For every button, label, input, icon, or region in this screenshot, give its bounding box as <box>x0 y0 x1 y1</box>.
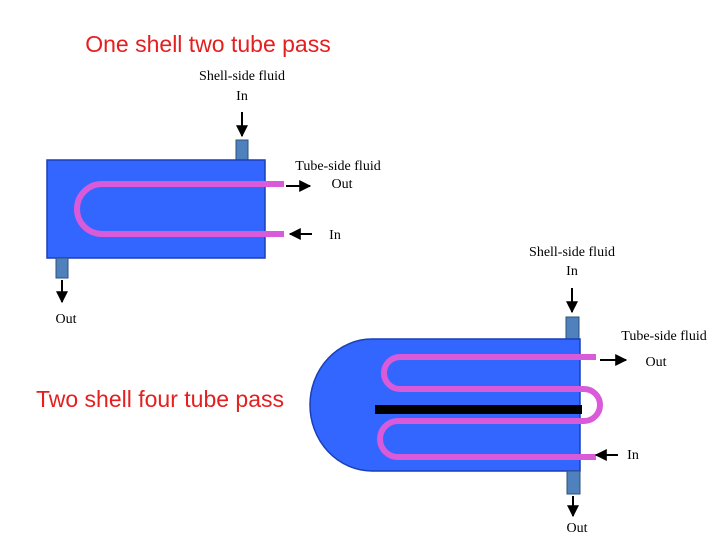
diagram1-shell-in-label: Shell-side fluid <box>199 69 285 84</box>
diagram2-pass-partition-baffle <box>375 405 582 414</box>
diagram1-title: One shell two tube pass <box>85 31 330 57</box>
diagram1-shell <box>46 159 266 259</box>
diagram2-shell-in-label: Shell-side fluid <box>529 245 615 260</box>
diagram2-shell-outlet-nozzle <box>566 470 581 495</box>
diagram1-shell-inlet-nozzle <box>235 139 249 161</box>
diagram2-tube-out-label: Tube-side fluid <box>621 329 706 344</box>
diagram2-title: Two shell four tube pass <box>36 386 284 412</box>
diagram2-shell-out-label: Out <box>567 521 588 536</box>
diagram1-shell-in-label-in: In <box>236 89 248 104</box>
diagram1-tube-in-label: In <box>329 228 341 243</box>
diagram2-shell-inlet-nozzle <box>565 316 580 340</box>
diagram1-tube-out-label: Tube-side fluid <box>295 159 380 174</box>
diagram1-tube-out-label-out: Out <box>332 177 353 192</box>
diagram2-tube-out-label-out: Out <box>646 355 667 370</box>
diagram1-shell-out-label: Out <box>56 312 77 327</box>
diagram2-tube-serpentine <box>377 354 603 460</box>
diagram1-tube-u-bend <box>74 181 284 237</box>
diagram1-shell-outlet-nozzle <box>55 257 69 279</box>
diagram2-shell-in-label-in: In <box>566 264 578 279</box>
diagram2-tube-in-label: In <box>627 448 639 463</box>
